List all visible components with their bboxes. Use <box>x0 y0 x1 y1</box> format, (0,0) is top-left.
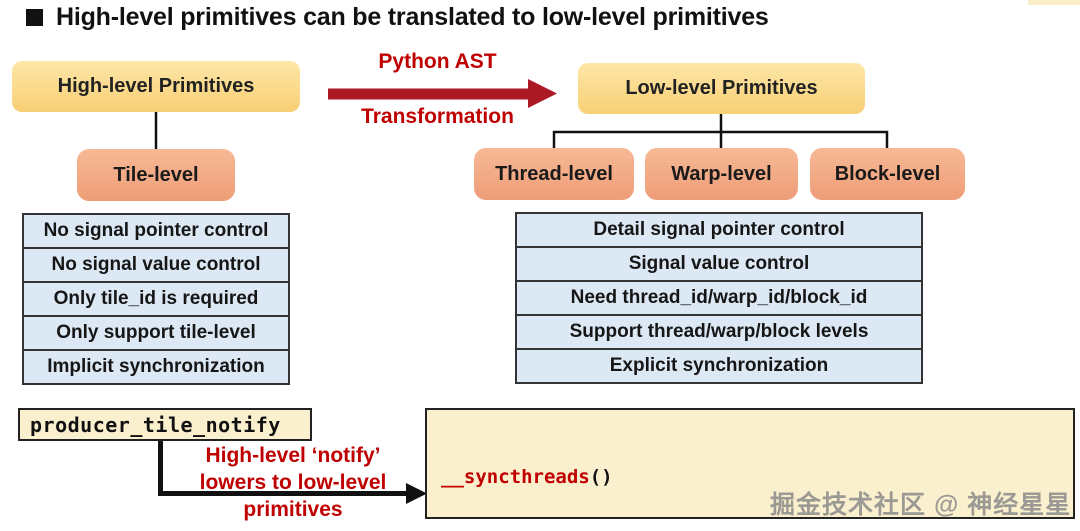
thread-level-box: Thread-level <box>474 148 634 200</box>
table-row: Implicit synchronization <box>24 349 288 383</box>
table-row: No signal pointer control <box>43 220 269 241</box>
code-line: __syncthreads() <box>441 466 613 488</box>
caption-line: High-level ‘notify’ <box>205 444 381 467</box>
table-row: Need thread_id/warp_id/block_id <box>517 280 921 314</box>
transformation-label: Transformation <box>361 105 514 128</box>
python-ast-label: Python AST <box>378 50 497 73</box>
low-level-code-box <box>425 408 1075 519</box>
table-row: Only tile_id is required <box>24 281 288 315</box>
table-row: Only support tile-level <box>24 315 288 349</box>
producer-tile-notify-box: producer_tile_notify <box>18 408 312 441</box>
transformation-arrow <box>328 79 557 108</box>
table-row: No signal value control <box>24 247 288 281</box>
caption-line: lowers to low-level <box>199 471 387 494</box>
code-listing: __syncthreads() if thread_id(axis=0)==0:… <box>441 412 1071 531</box>
low-level-properties-table: Detail signal pointer control Signal val… <box>515 212 923 384</box>
warp-level-box: Warp-level <box>645 148 798 200</box>
lowering-caption: High-level ‘notify’ lowers to low-level … <box>178 442 408 523</box>
corner-decoration <box>1028 0 1080 5</box>
low-level-primitives-box: Low-level Primitives <box>578 63 865 114</box>
high-level-primitives-box: High-level Primitives <box>12 61 300 112</box>
tile-level-box: Tile-level <box>77 149 235 201</box>
table-row: Explicit synchronization <box>517 348 921 382</box>
table-row: Support thread/warp/block levels <box>517 314 921 348</box>
block-level-box: Block-level <box>810 148 965 200</box>
slide-title: High-level primitives can be translated … <box>26 0 769 34</box>
table-row: Signal value control <box>517 246 921 280</box>
bullet-square-icon <box>26 8 43 26</box>
table-row: Detail signal pointer control <box>593 219 845 240</box>
lowering-arrowhead <box>406 483 427 504</box>
slide-title-text: High-level primitives can be translated … <box>56 2 769 31</box>
watermark-text: 掘金技术社区 @ 神经星星 <box>770 491 1072 519</box>
caption-line: primitives <box>243 498 343 521</box>
high-level-properties-table: No signal pointer control No signal valu… <box>22 213 290 385</box>
